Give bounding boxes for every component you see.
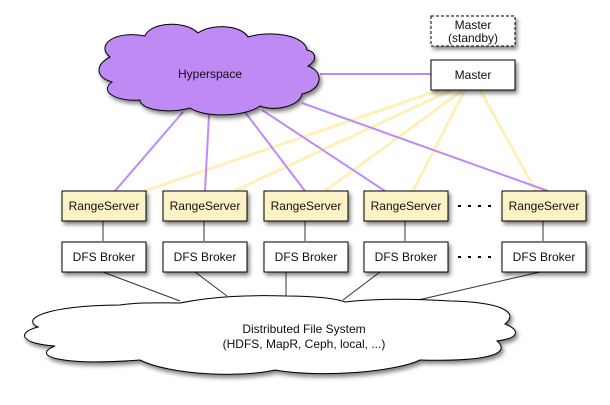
broker-dfs-link-5 xyxy=(417,271,541,301)
dfs-broker-label: DFS Broker xyxy=(275,250,338,264)
master-standby-label: Master xyxy=(455,18,492,32)
dfs-broker-label: DFS Broker xyxy=(513,250,576,264)
range-servers: RangeServer RangeServer RangeServer Rang… xyxy=(61,190,587,222)
hyperspace-link-3 xyxy=(244,111,306,192)
range-server-label: RangeServer xyxy=(170,199,241,213)
hyperspace-cloud[interactable]: Hyperspace xyxy=(98,23,320,116)
dfs-broker-3[interactable]: DFS Broker xyxy=(263,241,349,273)
dfs-label: Distributed File System xyxy=(242,322,365,336)
dfs-broker-2[interactable]: DFS Broker xyxy=(162,241,248,273)
broker-dfs-links xyxy=(102,271,541,302)
range-server-label: RangeServer xyxy=(69,199,140,213)
ellipsis-range-servers xyxy=(458,205,491,207)
dfs-broker-label: DFS Broker xyxy=(174,250,237,264)
ellipsis-dfs-brokers xyxy=(458,256,491,258)
master-link-3 xyxy=(324,88,464,193)
broker-dfs-link-2 xyxy=(194,271,228,297)
hyperspace-link-1 xyxy=(114,111,184,192)
hyperspace-link-4 xyxy=(261,109,386,192)
range-server-3[interactable]: RangeServer xyxy=(263,190,349,222)
dfs-broker-label: DFS Broker xyxy=(375,250,438,264)
master-link-1 xyxy=(144,88,441,193)
hyperspace-label: Hyperspace xyxy=(178,67,242,81)
range-server-4[interactable]: RangeServer xyxy=(363,190,449,222)
dfs-broker-1[interactable]: DFS Broker xyxy=(61,241,147,273)
broker-dfs-link-4 xyxy=(342,271,381,301)
range-server-2[interactable]: RangeServer xyxy=(162,190,248,222)
range-server-label: RangeServer xyxy=(271,199,342,213)
range-server-label: RangeServer xyxy=(371,199,442,213)
rs-broker-links xyxy=(102,221,544,241)
master-link-2 xyxy=(233,88,453,193)
master-standby-sublabel: (standby) xyxy=(448,31,498,45)
hyperspace-links xyxy=(114,73,549,192)
hyperspace-link-5 xyxy=(301,102,549,192)
master-standby-box[interactable]: Master (standby) xyxy=(430,15,516,47)
dfs-cloud[interactable]: Distributed File System (HDFS, MapR, Cep… xyxy=(24,295,516,375)
dfs-broker-label: DFS Broker xyxy=(73,250,136,264)
dfs-sublabel: (HDFS, MapR, Ceph, local, ...) xyxy=(223,337,386,351)
range-server-1[interactable]: RangeServer xyxy=(61,190,147,222)
master-label: Master xyxy=(455,68,492,82)
broker-dfs-link-1 xyxy=(102,271,181,302)
master-links xyxy=(144,88,538,193)
dfs-broker-4[interactable]: DFS Broker xyxy=(363,241,449,273)
master-link-5 xyxy=(478,89,538,192)
master-box[interactable]: Master xyxy=(430,59,516,91)
dfs-broker-5[interactable]: DFS Broker xyxy=(501,241,587,273)
hyperspace-link-2 xyxy=(204,114,210,192)
master-link-4 xyxy=(411,89,467,192)
range-server-5[interactable]: RangeServer xyxy=(501,190,587,222)
range-server-label: RangeServer xyxy=(509,199,580,213)
dfs-brokers: DFS Broker DFS Broker DFS Broker DFS Bro… xyxy=(61,241,587,273)
